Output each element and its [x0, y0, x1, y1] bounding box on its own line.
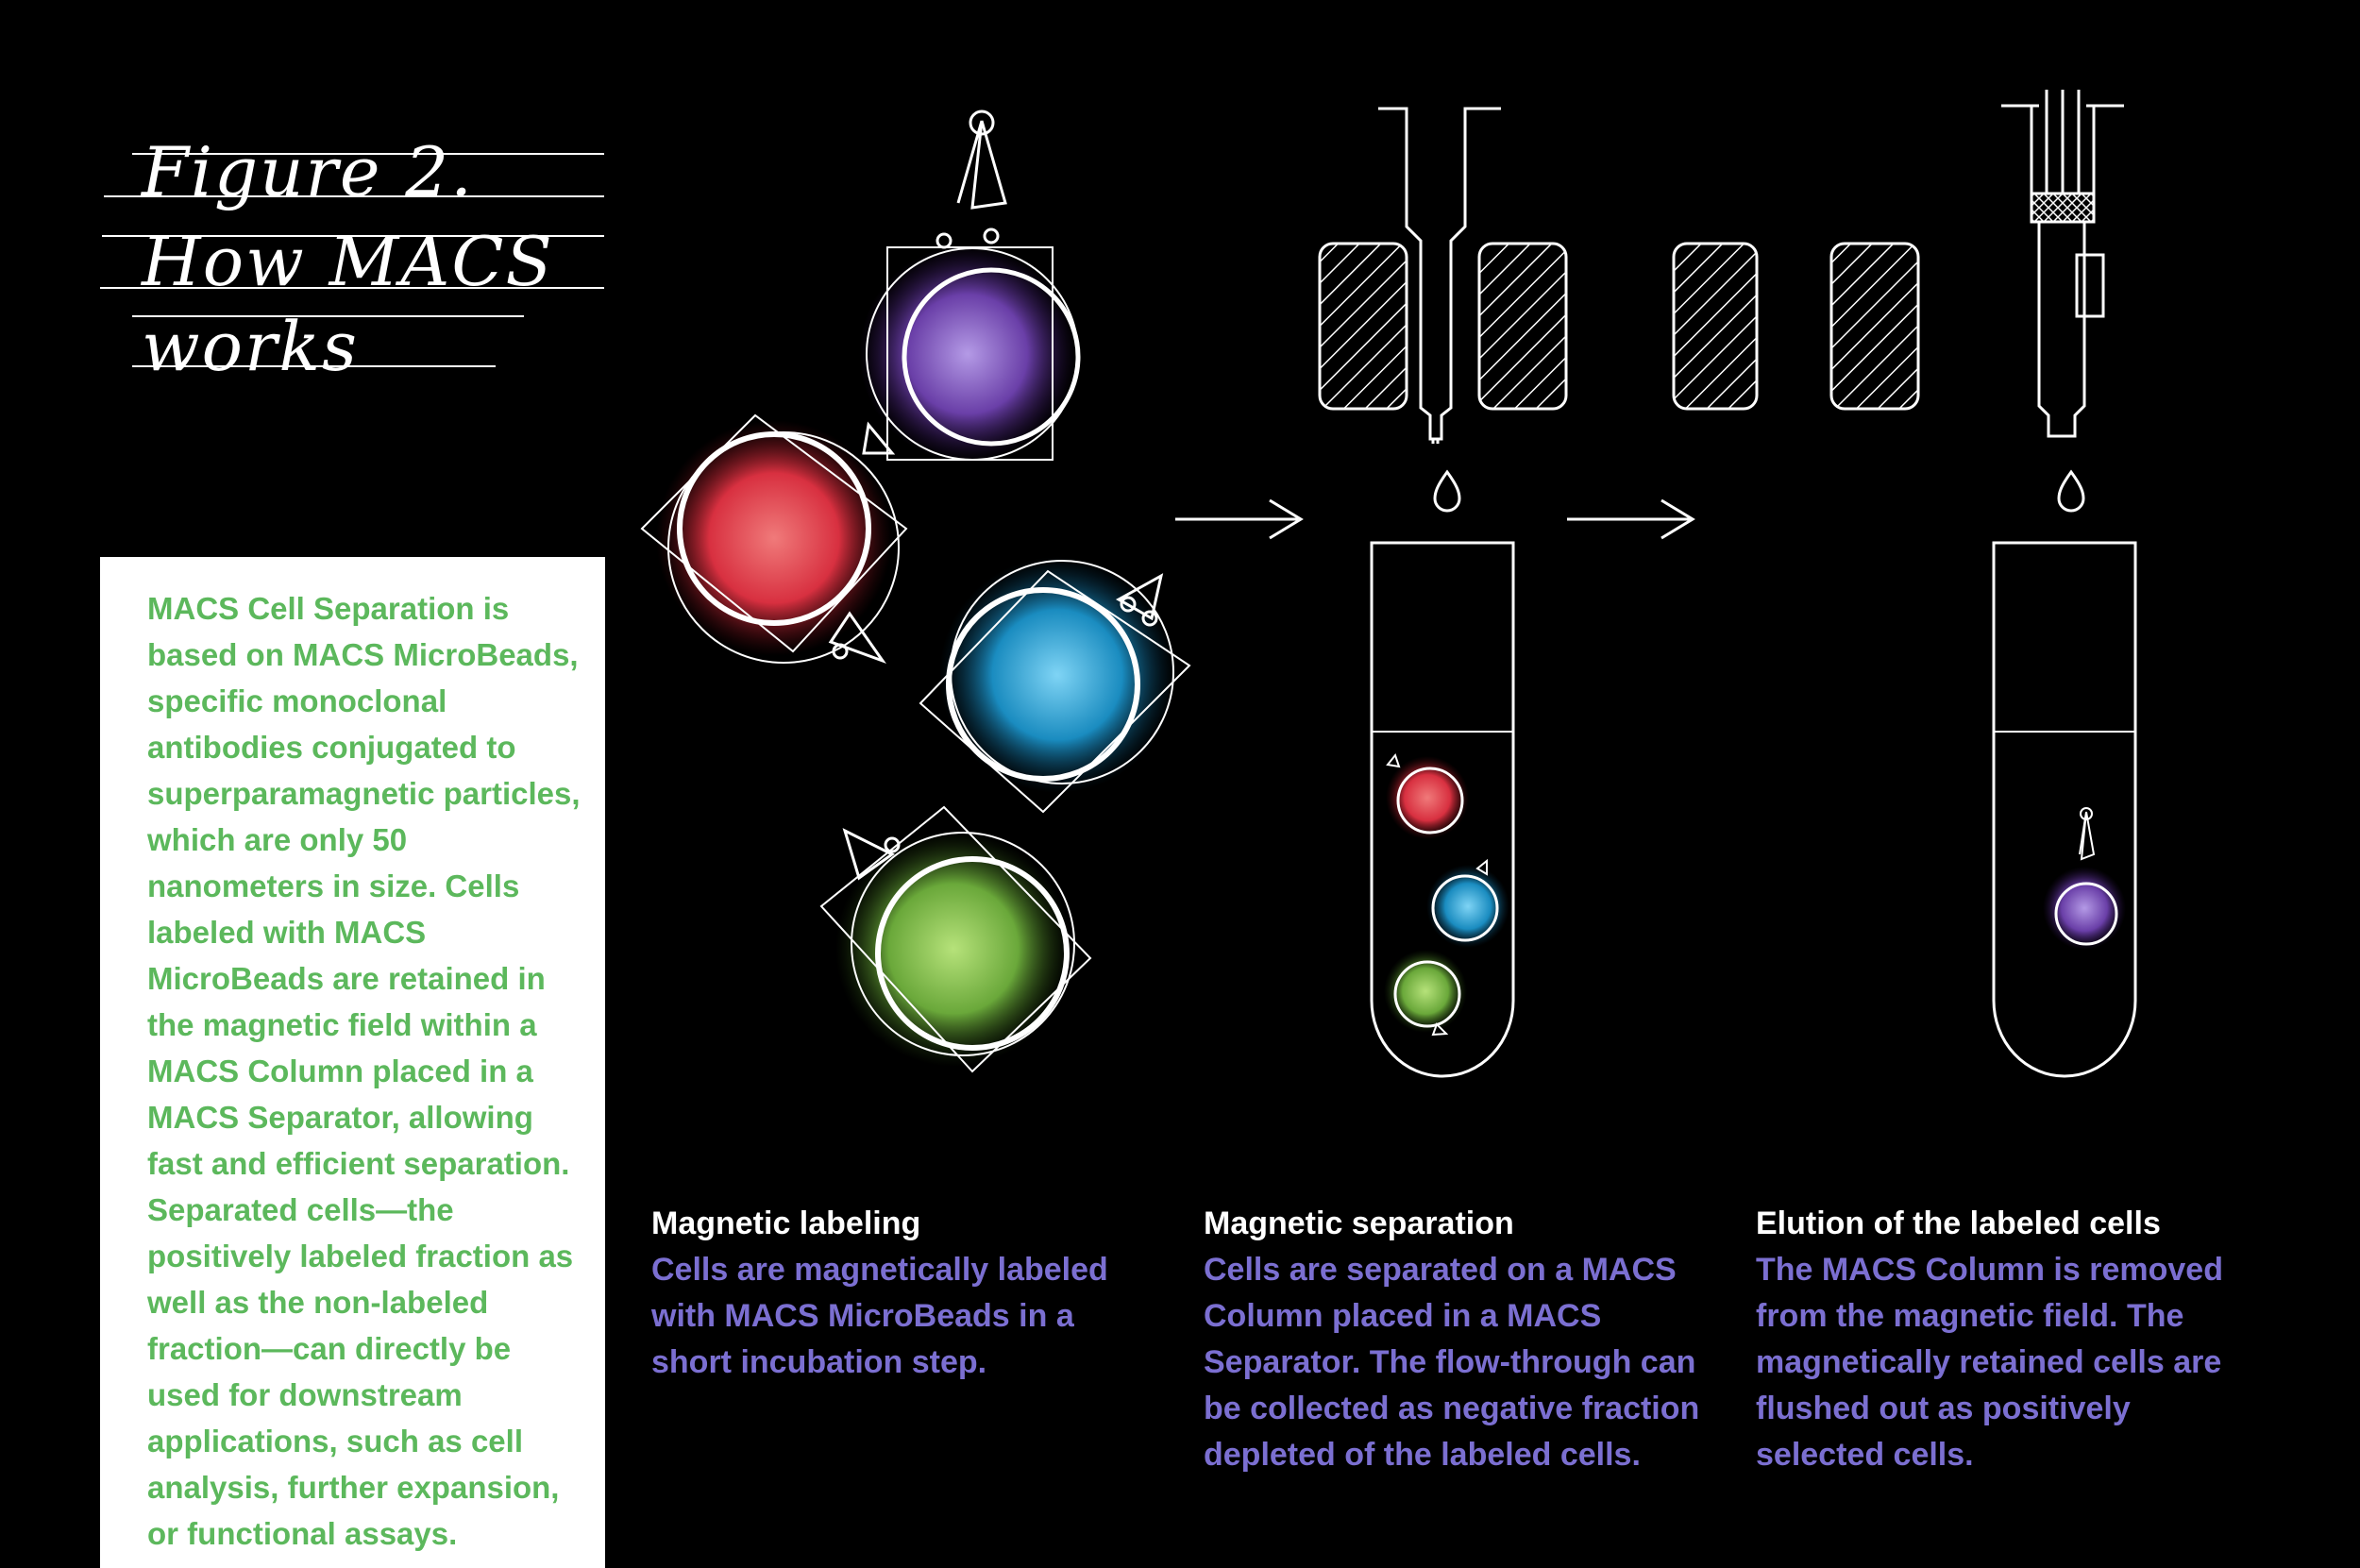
step-caption-separation: Magnetic separation Cells are separated …	[1204, 1201, 1713, 1478]
step-body: Cells are separated on a MACS Column pla…	[1204, 1252, 1700, 1473]
intro-panel: MACS Cell Separation is based on MACS Mi…	[100, 557, 605, 1568]
cell-purple	[859, 110, 1081, 463]
drop-icon	[1433, 469, 1461, 513]
step-title: Magnetic labeling	[651, 1206, 921, 1241]
magnet-left-empty	[1672, 242, 1759, 411]
cell-blue	[919, 557, 1191, 814]
column-with-plunger	[2001, 90, 2124, 438]
step-caption-elution: Elution of the labeled cells The MACS Co…	[1756, 1201, 2266, 1478]
tube-cell-red	[1386, 752, 1469, 839]
arrow-right-icon	[1567, 498, 1695, 540]
step-caption-labeling: Magnetic labeling Cells are magnetically…	[651, 1201, 1161, 1386]
figure-title-line-1: Figure 2.	[142, 132, 475, 211]
step-body: Cells are magnetically labeled with MACS…	[651, 1252, 1108, 1380]
magnet-right	[1477, 242, 1568, 411]
elution-tube	[1992, 541, 2137, 1078]
collection-tube	[1370, 541, 1515, 1078]
intro-text: MACS Cell Separation is based on MACS Mi…	[147, 591, 581, 1551]
step-title: Magnetic separation	[1204, 1206, 1514, 1241]
tube-cell-green	[1384, 950, 1467, 1037]
drop-icon	[2057, 469, 2085, 513]
magnet-right-empty	[1829, 242, 1920, 411]
figure-title-line-3: works	[142, 307, 359, 386]
cell-red	[640, 413, 908, 665]
tube-cell-purple	[2043, 807, 2126, 950]
arrow-right-icon	[1175, 498, 1304, 540]
step-body: The MACS Column is removed from the magn…	[1756, 1252, 2223, 1473]
figure-title-line-2: How MACS	[142, 222, 554, 301]
step-title: Elution of the labeled cells	[1756, 1206, 2161, 1241]
magnet-left	[1318, 242, 1408, 411]
cell-green	[819, 805, 1092, 1073]
title-rules	[100, 153, 604, 367]
macs-column	[1378, 107, 1501, 444]
tube-cell-blue	[1426, 858, 1509, 948]
